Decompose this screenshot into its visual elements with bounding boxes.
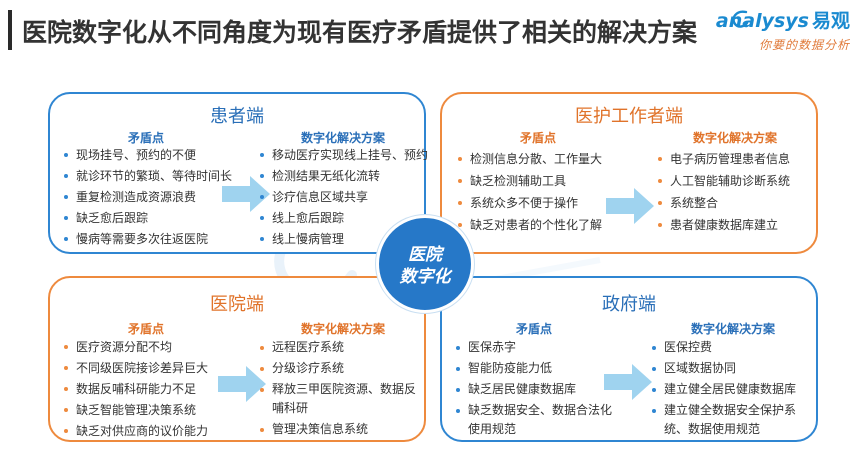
list-item: 远程医疗系统	[260, 338, 420, 357]
solution-list: 医保控费 区域数据协同 建立健全居民健康数据库 建立健全数据安全保护系统、数据使…	[652, 338, 816, 441]
right-arrow-icon	[222, 176, 270, 212]
left-column-heading: 矛盾点	[127, 322, 164, 336]
logo-brand-text: analysys	[715, 10, 809, 32]
list-item: 患者健康数据库建立	[658, 218, 816, 232]
right-column-heading: 数字化解决方案	[300, 131, 385, 145]
quadrant-patient: 患者端 矛盾点 数字化解决方案 现场挂号、预约的不便 就诊环节的繁琐、等待时间长…	[48, 92, 428, 254]
quadrant-title: 政府端	[602, 294, 656, 315]
list-item: 不同级医院接诊差异巨大	[64, 361, 239, 375]
list-item: 缺乏对患者的个性化了解	[458, 218, 633, 232]
list-item: 系统整合	[658, 196, 816, 210]
list-item: 医疗资源分配不均	[64, 340, 239, 354]
list-item: 现场挂号、预约的不便	[64, 148, 239, 162]
right-column-heading: 数字化解决方案	[692, 131, 777, 145]
list-item: 线上慢病管理	[260, 232, 428, 246]
solution-list: 移动医疗实现线上挂号、预约 检测结果无纸化流转 诊疗信息区域共享 线上愈后跟踪 …	[260, 148, 428, 253]
right-column-heading: 数字化解决方案	[690, 322, 775, 336]
list-item: 区域数据协同	[652, 359, 816, 378]
list-item: 诊疗信息区域共享	[260, 190, 428, 204]
list-item: 数据反哺科研能力不足	[64, 382, 239, 396]
list-item: 缺乏智能管理决策系统	[64, 403, 239, 417]
list-item: 缺乏检测辅助工具	[458, 174, 633, 188]
right-column-heading: 数字化解决方案	[300, 322, 385, 336]
contradiction-list: 医保赤字 智能防疫能力低 缺乏居民健康数据库 缺乏数据安全、数据合法化使用规范	[456, 338, 620, 441]
list-item: 移动医疗实现线上挂号、预约	[260, 148, 428, 162]
logo-tagline: 你要的数据分析	[758, 38, 850, 52]
quadrant-title: 患者端	[210, 106, 264, 127]
list-item: 智能防疫能力低	[456, 359, 620, 378]
left-column-heading: 矛盾点	[519, 131, 556, 145]
list-item: 释放三甲医院资源、数据反哺科研	[260, 380, 420, 418]
list-item: 建立健全数据安全保护系统、数据使用规范	[652, 401, 816, 439]
logo-brand-cn: 易观	[811, 10, 850, 32]
list-item: 重复检测造成资源浪费	[64, 190, 239, 204]
title-accent-bar	[8, 10, 12, 50]
right-arrow-icon	[604, 364, 652, 400]
right-arrow-icon	[606, 188, 654, 224]
contradiction-list: 医疗资源分配不均 不同级医院接诊差异巨大 数据反哺科研能力不足 缺乏智能管理决策…	[64, 340, 239, 445]
list-item: 医保赤字	[456, 338, 620, 357]
list-item: 管理决策信息系统	[260, 420, 420, 439]
center-label-line1: 医院	[408, 245, 442, 265]
quadrant-medical-staff: 医护工作者端 矛盾点 数字化解决方案 检测信息分散、工作量大 缺乏检测辅助工具 …	[440, 92, 818, 254]
left-column-heading: 矛盾点	[515, 322, 552, 336]
contradiction-list: 检测信息分散、工作量大 缺乏检测辅助工具 系统众多不便于操作 缺乏对患者的个性化…	[458, 152, 633, 240]
left-column-heading: 矛盾点	[127, 131, 164, 145]
list-item: 人工智能辅助诊断系统	[658, 174, 816, 188]
page-title: 医院数字化从不同角度为现有医疗矛盾提供了相关的解决方案	[22, 18, 698, 47]
list-item: 系统众多不便于操作	[458, 196, 633, 210]
list-item: 缺乏愈后跟踪	[64, 211, 239, 225]
list-item: 建立健全居民健康数据库	[652, 380, 816, 399]
quadrant-government: 政府端 矛盾点 数字化解决方案 医保赤字 智能防疫能力低 缺乏居民健康数据库 缺…	[440, 276, 818, 442]
list-item: 就诊环节的繁琐、等待时间长	[64, 169, 239, 183]
center-label-line2: 数字化	[399, 267, 451, 287]
contradiction-list: 现场挂号、预约的不便 就诊环节的繁琐、等待时间长 重复检测造成资源浪费 缺乏愈后…	[64, 148, 239, 253]
quadrant-title: 医护工作者端	[575, 106, 683, 127]
list-item: 检测结果无纸化流转	[260, 169, 428, 183]
list-item: 分级诊疗系统	[260, 359, 420, 378]
list-item: 缺乏居民健康数据库	[456, 380, 620, 399]
quadrant-hospital: 医院端 矛盾点 数字化解决方案 医疗资源分配不均 不同级医院接诊差异巨大 数据反…	[48, 276, 426, 442]
logo-swoosh-icon	[732, 10, 749, 28]
list-item: 线上愈后跟踪	[260, 211, 428, 225]
list-item: 电子病历管理患者信息	[658, 152, 816, 166]
list-item: 缺乏对供应商的议价能力	[64, 424, 239, 438]
list-item: 缺乏数据安全、数据合法化使用规范	[456, 401, 620, 439]
right-arrow-icon	[218, 366, 266, 402]
list-item: 医保控费	[652, 338, 816, 357]
list-item: 检测信息分散、工作量大	[458, 152, 633, 166]
solution-list: 远程医疗系统 分级诊疗系统 释放三甲医院资源、数据反哺科研 管理决策信息系统	[260, 338, 420, 441]
list-item: 慢病等需要多次往返医院	[64, 232, 239, 246]
solution-list: 电子病历管理患者信息 人工智能辅助诊断系统 系统整合 患者健康数据库建立	[658, 152, 816, 240]
center-hub: 医院 数字化	[376, 215, 474, 313]
quadrant-title: 医院端	[210, 294, 264, 315]
